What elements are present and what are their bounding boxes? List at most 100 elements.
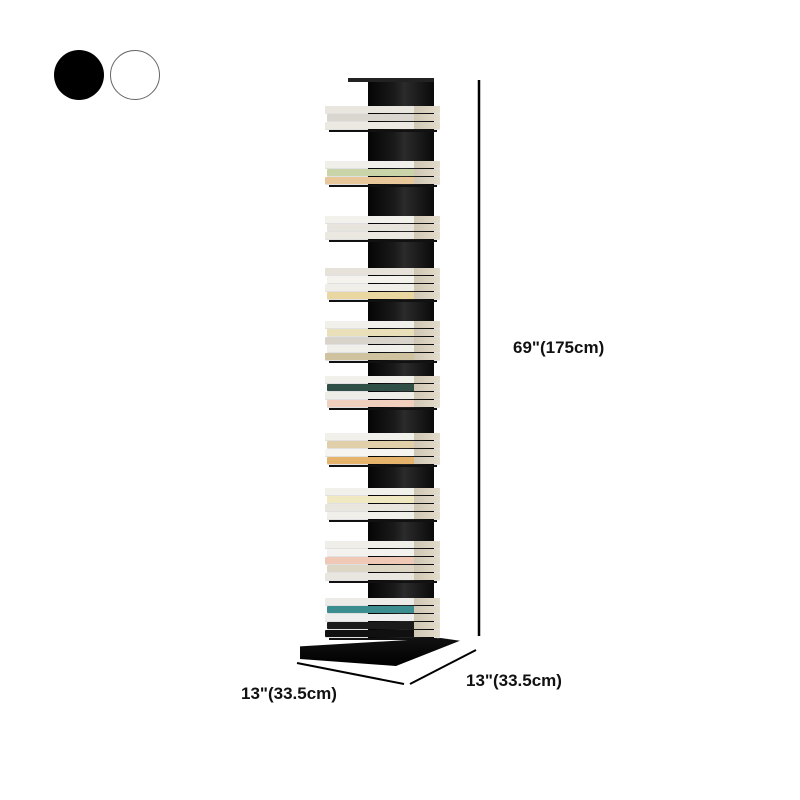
shelf-plate xyxy=(329,520,437,522)
book-page-edge xyxy=(414,376,440,383)
book-page-edge xyxy=(414,565,440,572)
book xyxy=(325,614,440,621)
book xyxy=(327,169,440,176)
book-page-edge xyxy=(414,400,440,407)
book-stack xyxy=(325,268,440,302)
shelf-base xyxy=(300,638,460,666)
book-page-edge xyxy=(414,106,440,113)
book xyxy=(325,106,440,113)
book-page-edge xyxy=(414,161,440,168)
book xyxy=(325,353,440,360)
book-page-edge xyxy=(414,557,440,564)
width-dimension-line xyxy=(296,662,405,685)
book xyxy=(325,488,440,495)
book xyxy=(325,268,440,275)
shelf-plate xyxy=(329,408,437,410)
bookshelf-tower xyxy=(300,78,460,678)
book xyxy=(327,345,440,352)
book-stack xyxy=(325,106,440,132)
book-stack xyxy=(325,541,440,583)
book-stack xyxy=(325,488,440,522)
book xyxy=(325,232,440,239)
book-stack xyxy=(325,321,440,363)
book xyxy=(325,557,440,564)
book xyxy=(327,606,440,613)
shelf-plate xyxy=(329,185,437,187)
height-dimension-label: 69"(175cm) xyxy=(513,338,605,357)
book-page-edge xyxy=(414,488,440,495)
book xyxy=(325,449,440,456)
book-page-edge xyxy=(414,549,440,556)
book-page-edge xyxy=(414,268,440,275)
book-page-edge xyxy=(414,224,440,231)
book-page-edge xyxy=(414,512,440,519)
book xyxy=(327,400,440,407)
book-page-edge xyxy=(414,573,440,580)
book xyxy=(325,161,440,168)
book xyxy=(327,496,440,503)
book xyxy=(325,630,440,637)
book xyxy=(327,512,440,519)
book xyxy=(327,224,440,231)
book xyxy=(327,441,440,448)
book xyxy=(327,384,440,391)
book-page-edge xyxy=(414,337,440,344)
shelf-plate xyxy=(329,581,437,583)
book-page-edge xyxy=(414,345,440,352)
book-page-edge xyxy=(414,541,440,548)
color-swatch-black[interactable] xyxy=(54,50,104,100)
book-page-edge xyxy=(414,169,440,176)
book xyxy=(325,122,440,129)
book-page-edge xyxy=(414,329,440,336)
book xyxy=(325,573,440,580)
book-page-edge xyxy=(414,433,440,440)
shelf-plate xyxy=(329,300,437,302)
book xyxy=(325,598,440,605)
book-page-edge xyxy=(414,441,440,448)
book-page-edge xyxy=(414,598,440,605)
book-page-edge xyxy=(414,504,440,511)
book-page-edge xyxy=(414,122,440,129)
book xyxy=(325,284,440,291)
shelf-plate xyxy=(329,240,437,242)
book xyxy=(325,337,440,344)
shelf-plate xyxy=(329,130,437,132)
shelf-top-plate xyxy=(348,78,434,82)
shelf-plate xyxy=(329,465,437,467)
book xyxy=(327,622,440,629)
book xyxy=(327,565,440,572)
book xyxy=(325,376,440,383)
book-page-edge xyxy=(414,457,440,464)
book-page-edge xyxy=(414,276,440,283)
shelf-plate xyxy=(329,361,437,363)
book xyxy=(325,392,440,399)
book-page-edge xyxy=(414,353,440,360)
book xyxy=(327,329,440,336)
book-stack xyxy=(325,433,440,467)
depth-dimension-label: 13"(33.5cm) xyxy=(466,671,562,690)
book-page-edge xyxy=(414,114,440,121)
color-swatch-white[interactable] xyxy=(110,50,160,100)
book xyxy=(327,457,440,464)
book xyxy=(325,433,440,440)
book xyxy=(327,114,440,121)
book xyxy=(327,549,440,556)
book-page-edge xyxy=(414,392,440,399)
book-stack xyxy=(325,216,440,242)
book xyxy=(327,292,440,299)
book xyxy=(325,216,440,223)
shelf-plate xyxy=(329,638,437,640)
book xyxy=(325,321,440,328)
width-dimension-label: 13"(33.5cm) xyxy=(241,684,337,703)
book-page-edge xyxy=(414,449,440,456)
book-page-edge xyxy=(414,232,440,239)
book xyxy=(327,276,440,283)
book-page-edge xyxy=(414,284,440,291)
book-page-edge xyxy=(414,321,440,328)
book-page-edge xyxy=(414,614,440,621)
book-stack xyxy=(325,161,440,187)
book-page-edge xyxy=(414,292,440,299)
book xyxy=(325,541,440,548)
book xyxy=(325,504,440,511)
